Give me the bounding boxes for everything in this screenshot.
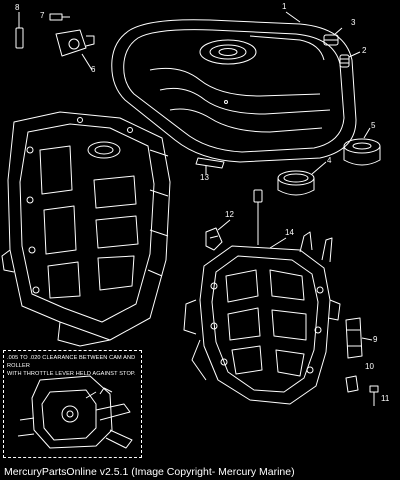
callout-2: 2 (362, 46, 367, 55)
callout-8: 8 (15, 3, 20, 12)
hose-13 (195, 157, 225, 169)
intake-manifold (183, 231, 341, 405)
callout-9: 9 (373, 335, 378, 344)
grommet-3 (323, 34, 339, 46)
callout-14: 14 (285, 228, 294, 237)
screw-11 (369, 385, 379, 406)
callout-3: 3 (351, 18, 356, 27)
callout-13: 13 (200, 173, 209, 182)
clip-10 (345, 375, 359, 393)
grommet-2 (339, 54, 350, 68)
callout-5: 5 (371, 121, 376, 130)
detail-inset: .005 TO .020 CLEARANCE BETWEEN CAM AND R… (3, 350, 142, 458)
sensor-14 (253, 189, 263, 245)
inset-note-line-2: WITH THROTTLE LEVER HELD AGAINST STOP. (7, 371, 136, 377)
clip-12 (205, 227, 223, 251)
inset-note-line-1: .005 TO .020 CLEARANCE BETWEEN CAM AND R… (7, 355, 136, 369)
gasket-4 (277, 170, 315, 196)
screw-7 (49, 13, 70, 21)
inset-note: .005 TO .020 CLEARANCE BETWEEN CAM AND R… (7, 354, 140, 378)
inset-throttle-linkage (17, 375, 133, 449)
cylinder-block (1, 111, 171, 347)
callout-6: 6 (91, 65, 96, 74)
copyright-footer: MercuryPartsOnline v2.5.1 (Image Copyrig… (4, 466, 295, 478)
callout-4: 4 (327, 156, 332, 165)
callout-7: 7 (40, 11, 45, 20)
callout-10: 10 (365, 362, 374, 371)
callout-1: 1 (282, 2, 287, 11)
seal-5 (343, 138, 381, 166)
bracket-9 (345, 317, 363, 359)
callout-12: 12 (225, 210, 234, 219)
bracket-6 (55, 29, 95, 57)
engine-cover (111, 19, 357, 163)
pin-8 (15, 20, 24, 49)
callout-11: 11 (381, 394, 390, 403)
